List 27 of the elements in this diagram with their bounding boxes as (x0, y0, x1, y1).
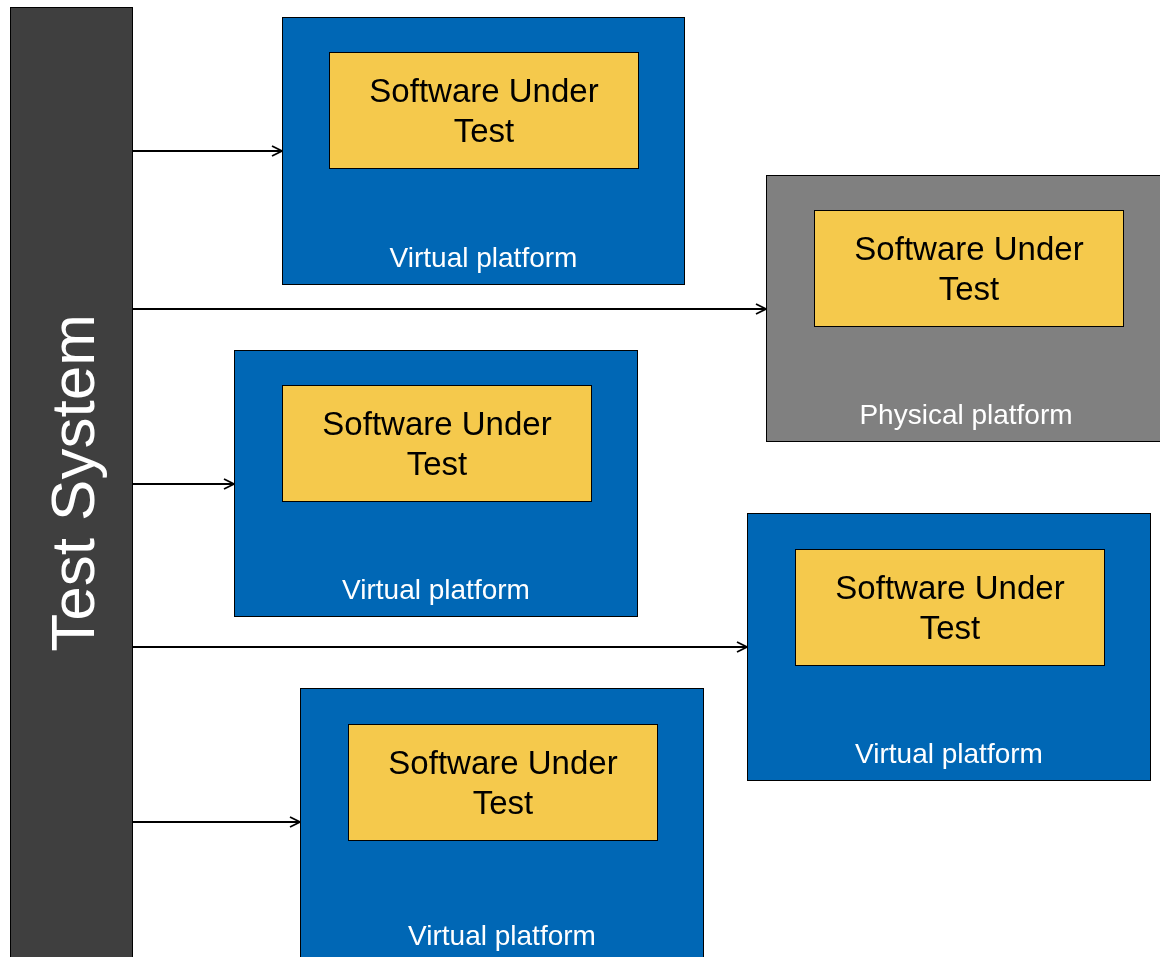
platform-label: Virtual platform (408, 920, 596, 952)
software-box (282, 385, 592, 502)
platform-label: Physical platform (859, 399, 1073, 431)
platform-box (234, 350, 638, 617)
platform-box (766, 175, 1160, 442)
box-label: Software Under Test (834, 567, 1066, 648)
arrow (132, 145, 283, 157)
platform-box (282, 17, 685, 285)
arrow (132, 816, 301, 828)
bar-label: Test System (36, 314, 107, 652)
box-label: Software Under Test (321, 403, 553, 484)
platform-label: Virtual platform (855, 738, 1043, 770)
platform-label: Virtual platform (389, 242, 578, 274)
arrow (132, 641, 748, 653)
arrow (132, 478, 235, 490)
software-box (348, 724, 658, 841)
software-box (329, 52, 639, 169)
box-label: Software Under Test (387, 742, 619, 823)
platform-box (300, 688, 704, 957)
software-box (814, 210, 1124, 327)
platform-box (747, 513, 1151, 781)
box-label: Software Under Test (368, 70, 600, 151)
arrow (132, 303, 767, 315)
platform-label: Virtual platform (342, 574, 530, 606)
software-box (795, 549, 1105, 666)
test-system-bar (10, 7, 133, 957)
box-label: Software Under Test (853, 228, 1085, 309)
